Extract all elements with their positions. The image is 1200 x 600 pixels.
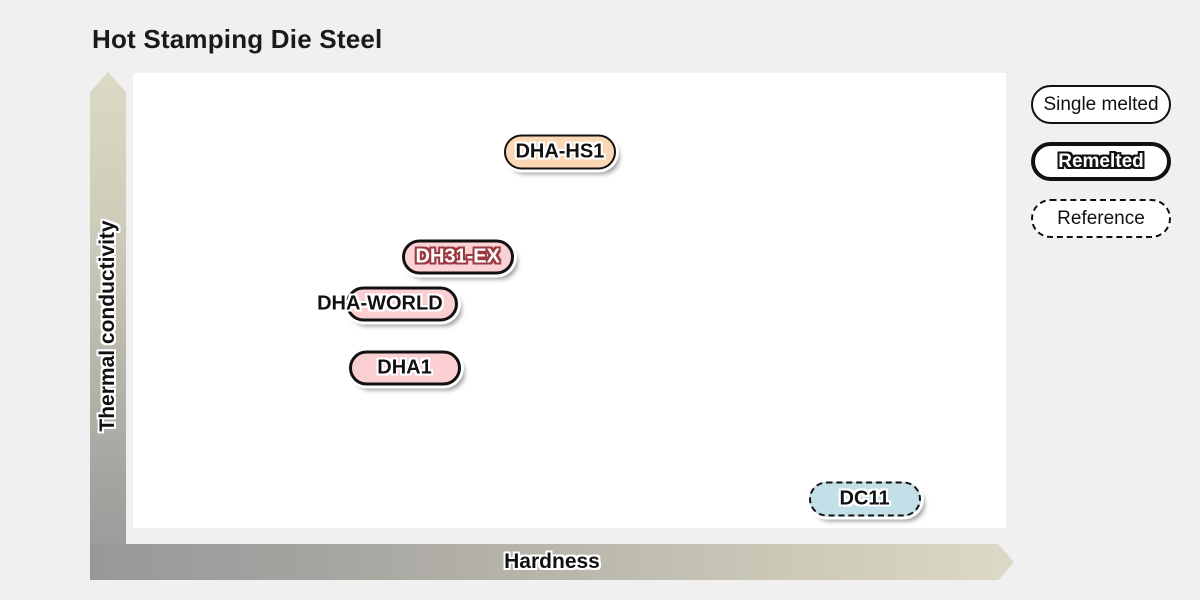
data-point-dha1: DHA1 bbox=[348, 350, 461, 386]
legend-item-label: Remelted bbox=[1058, 150, 1144, 172]
data-point-label: DHA-WORLD bbox=[317, 292, 443, 315]
data-point-dha-world: DHA-WORLD bbox=[317, 286, 458, 322]
legend-item-reference: Reference bbox=[1031, 199, 1171, 238]
data-point-dh31-ex: DH31-EX bbox=[401, 239, 514, 275]
legend-item-remelted: Remelted bbox=[1031, 142, 1171, 181]
data-point-dha-hs1: DHA-HS1 bbox=[503, 134, 616, 170]
x-axis-arrow: Hardness bbox=[90, 544, 1014, 580]
x-axis-label: Hardness bbox=[504, 550, 600, 573]
y-axis-arrow: Thermal conductivity bbox=[90, 72, 126, 580]
legend-item-label: Reference bbox=[1057, 207, 1145, 229]
page-title: Hot Stamping Die Steel bbox=[92, 24, 383, 54]
legend-item-single-melted: Single melted bbox=[1031, 85, 1171, 124]
data-point-label: DH31-EX bbox=[415, 245, 500, 268]
data-point-label: DC11 bbox=[839, 487, 890, 510]
data-point-label: DHA1 bbox=[377, 356, 432, 379]
data-point-dc11: DC11 bbox=[808, 481, 921, 517]
data-point-label: DHA-HS1 bbox=[515, 140, 605, 163]
y-axis-label: Thermal conductivity bbox=[96, 220, 119, 432]
legend-item-label: Single melted bbox=[1043, 93, 1159, 115]
